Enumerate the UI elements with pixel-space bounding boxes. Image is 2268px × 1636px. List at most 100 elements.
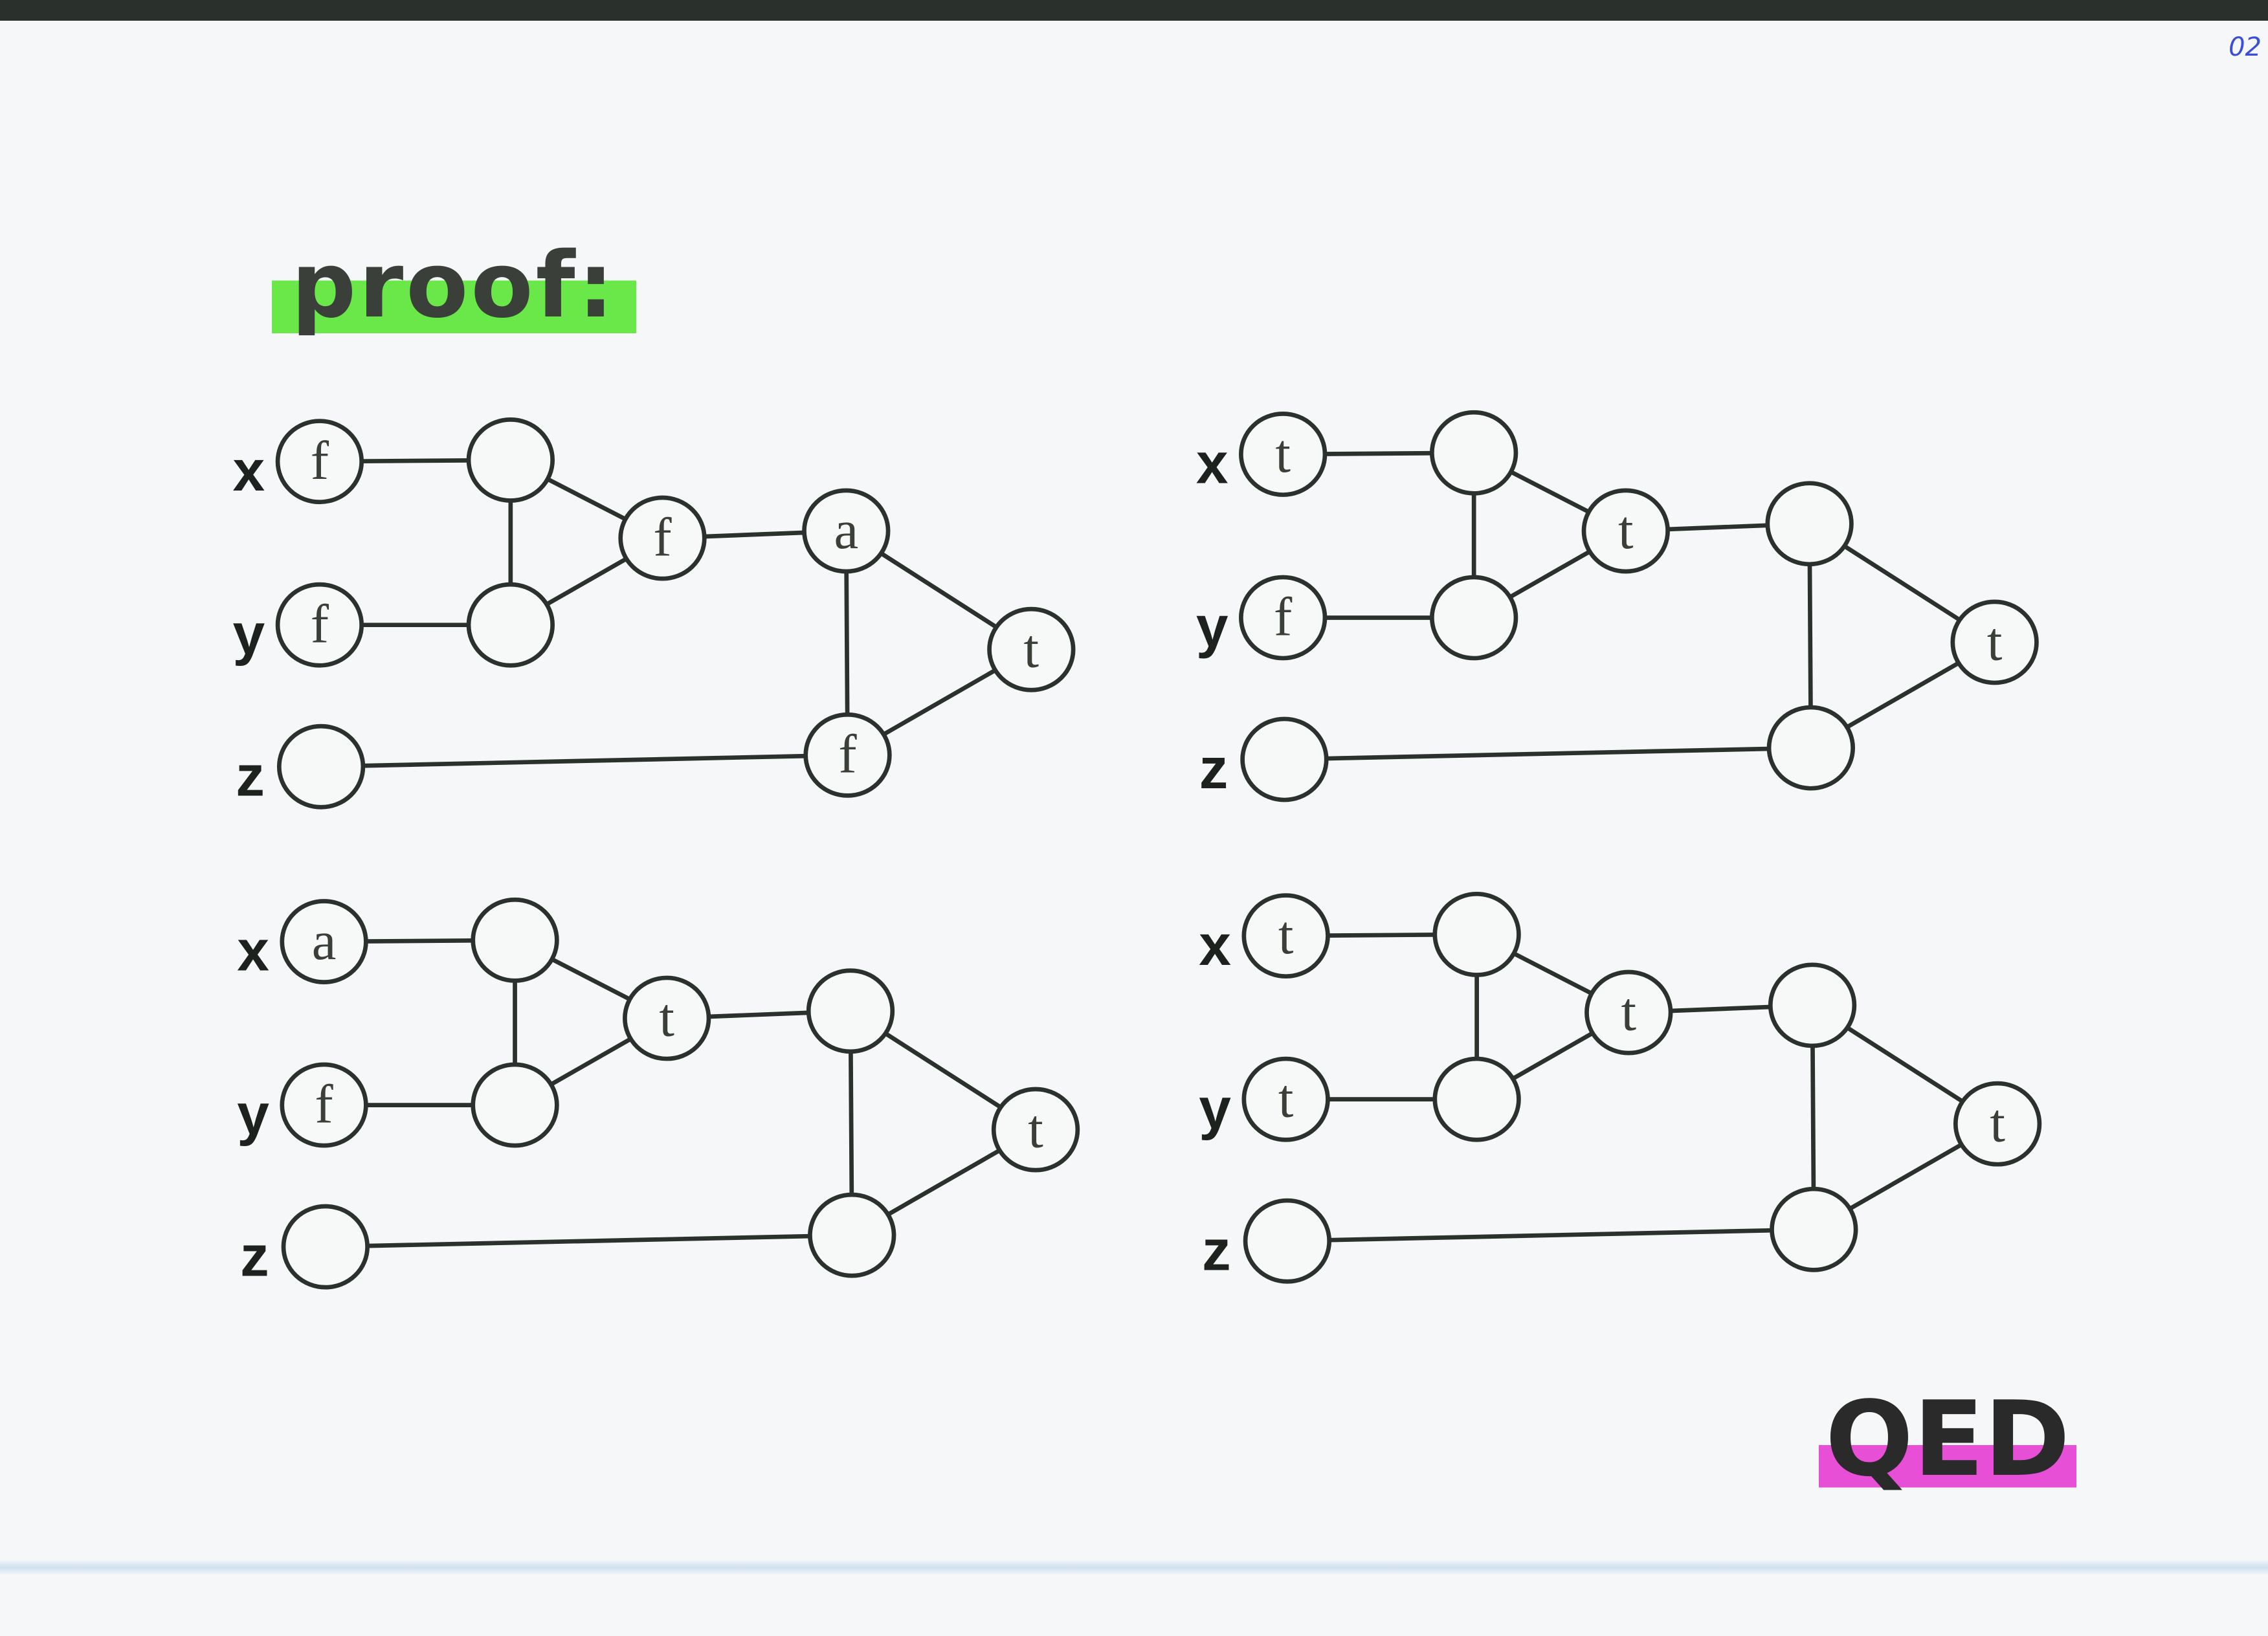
node-circle: [1768, 962, 1857, 1048]
node-g2-bottom: [1766, 705, 1855, 791]
node-g1-out: t: [1584, 969, 1673, 1056]
node-g1-top: [466, 417, 555, 503]
node-circle: [1241, 1056, 1330, 1142]
node-circle: [280, 899, 368, 984]
node-label: t: [1990, 1092, 2005, 1153]
variable-label-y: y: [1196, 594, 1228, 659]
node-g1-bottom: [471, 1062, 559, 1148]
node-z: [1243, 1198, 1332, 1284]
node-z: [276, 724, 366, 810]
page-number: 02: [2229, 32, 2262, 62]
node-label: f: [311, 430, 329, 491]
node-circle: [1432, 891, 1521, 977]
node-circle: [1765, 481, 1854, 567]
top-border-bar: [0, 0, 2268, 21]
node-g2-right: t: [1950, 599, 2039, 685]
node-label: f: [653, 507, 672, 568]
node-g2-top: a: [802, 488, 891, 574]
edge-z-g2_bottom: [321, 753, 848, 769]
node-circle: [471, 897, 559, 983]
node-label: t: [1028, 1098, 1043, 1159]
node-circle: [1581, 488, 1670, 574]
node-circle: [275, 582, 364, 668]
node-circle: [618, 495, 707, 581]
node-x: t: [1241, 893, 1330, 979]
node-circle: [802, 488, 891, 574]
node-x: f: [275, 419, 364, 505]
node-circle: [1243, 1198, 1332, 1284]
node-y: t: [1241, 1056, 1330, 1142]
node-y: f: [275, 582, 364, 668]
node-circle: [275, 419, 364, 505]
node-circle: [280, 1062, 368, 1148]
node-label: a: [834, 500, 858, 560]
variable-label-x: x: [233, 438, 265, 503]
node-g1-top: [471, 897, 559, 983]
node-g2-right: t: [1953, 1081, 2042, 1167]
node-circle: [1766, 705, 1855, 791]
node-circle: [1950, 599, 2039, 685]
node-circle: [1770, 1186, 1858, 1272]
node-g1-top: [1429, 410, 1518, 496]
node-label: f: [315, 1074, 333, 1134]
node-circle: [991, 1087, 1080, 1173]
node-circle: [1239, 412, 1328, 497]
node-z: [281, 1204, 370, 1290]
node-circle: [1240, 716, 1329, 802]
node-g2-bottom: [1770, 1186, 1858, 1272]
node-x: a: [280, 899, 368, 984]
node-g2-right: t: [991, 1087, 1080, 1173]
node-label: t: [1621, 981, 1636, 1042]
node-label: t: [1024, 618, 1040, 679]
node-circle: [987, 606, 1076, 692]
edge-z-g2_bottom: [325, 1233, 852, 1249]
edge-z-g2_bottom: [1287, 1227, 1814, 1243]
node-circle: [466, 582, 555, 668]
node-g1-out: f: [618, 495, 707, 581]
node-z: [1240, 716, 1329, 802]
node-circle: [1429, 575, 1518, 661]
node-label: f: [311, 593, 329, 654]
node-label: t: [1987, 611, 2003, 672]
node-y: f: [280, 1062, 368, 1148]
node-label: t: [1278, 905, 1294, 966]
node-label: t: [659, 987, 674, 1048]
node-g1-bottom: [1429, 575, 1518, 661]
variable-label-z: z: [236, 743, 265, 808]
node-circle: [803, 712, 892, 798]
diagram-1: f f f a f t x y z: [233, 417, 1076, 810]
node-g2-top: [1765, 481, 1854, 567]
node-label: a: [312, 911, 337, 971]
node-circle: [1432, 1056, 1521, 1142]
node-label: f: [838, 724, 857, 785]
variable-label-y: y: [1199, 1076, 1231, 1140]
node-circle: [1241, 893, 1330, 979]
node-circle: [623, 975, 711, 1061]
node-g1-bottom: [466, 582, 555, 668]
variable-label-y: y: [237, 1081, 269, 1146]
node-g2-right: t: [987, 606, 1076, 692]
node-g1-out: t: [623, 975, 711, 1061]
variable-label-x: x: [1196, 431, 1228, 496]
node-circle: [466, 417, 555, 503]
variable-label-x: x: [1199, 912, 1231, 977]
node-circle: [1584, 969, 1673, 1056]
node-g1-out: t: [1581, 488, 1670, 574]
variable-label-y: y: [233, 601, 265, 666]
qed-label: QED: [1819, 1378, 2077, 1499]
node-circle: [806, 968, 895, 1054]
node-circle: [1429, 410, 1518, 496]
node-label: t: [1618, 500, 1634, 560]
node-x: t: [1239, 412, 1328, 497]
node-circle: [808, 1192, 896, 1278]
node-circle: [1953, 1081, 2042, 1167]
node-y: f: [1239, 575, 1328, 661]
node-circle: [471, 1062, 559, 1148]
proof-title: proof:: [272, 233, 636, 338]
node-g2-top: [1768, 962, 1857, 1048]
node-circle: [281, 1204, 370, 1290]
node-g2-bottom: [808, 1192, 896, 1278]
